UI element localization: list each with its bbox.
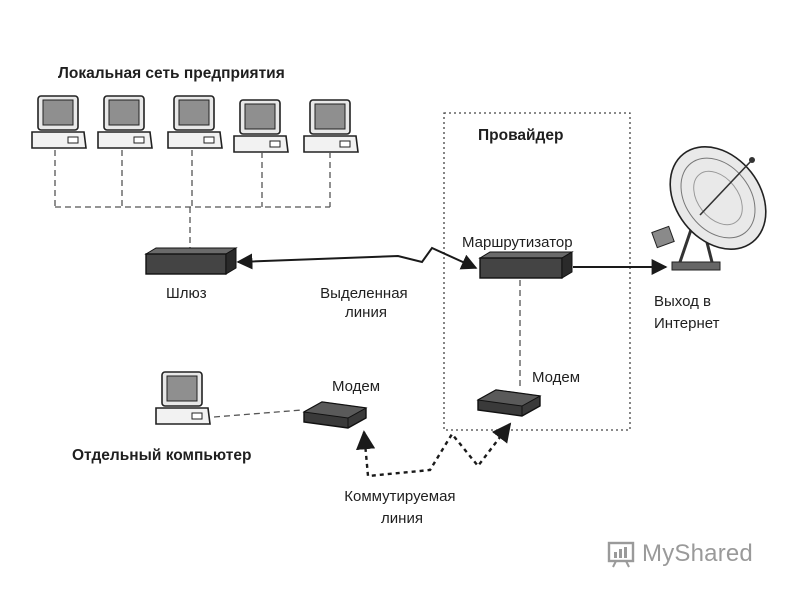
gateway-device <box>144 247 238 275</box>
lan-bus <box>54 150 331 250</box>
pc-modem-link <box>213 409 303 418</box>
leased-line <box>236 246 478 270</box>
lan-title: Локальная сеть предприятия <box>58 65 285 82</box>
modem-right-device <box>477 389 541 417</box>
presentation-icon <box>607 541 635 568</box>
lan-pc <box>233 99 289 153</box>
lan-pc <box>167 95 223 149</box>
watermark-text: MyShared <box>642 540 753 567</box>
modem-left-label: Модем <box>332 378 380 395</box>
leased-line-label: Выделенная линия <box>320 285 412 321</box>
router-label: Маршрутизатор <box>462 234 573 251</box>
router-device <box>478 251 574 279</box>
standalone-pc-label: Отдельный компьютер <box>72 447 251 464</box>
watermark: MyShared <box>606 534 796 574</box>
dialup-line <box>356 422 512 478</box>
dialup-line-label: Коммутируемая линия <box>344 488 459 527</box>
lan-pc <box>97 95 153 149</box>
modem-left-device <box>303 401 367 429</box>
provider-title: Провайдер <box>478 127 563 144</box>
lan-pc <box>31 95 87 149</box>
standalone-pc <box>155 371 211 425</box>
gateway-label: Шлюз <box>166 285 207 302</box>
lan-pc <box>303 99 359 153</box>
satellite-dish-icon <box>651 146 767 271</box>
modem-right-label: Модем <box>532 369 580 386</box>
internet-exit-label: Выход в Интернет <box>654 293 720 332</box>
provider-zone <box>443 112 631 431</box>
lan-computers <box>31 95 359 153</box>
